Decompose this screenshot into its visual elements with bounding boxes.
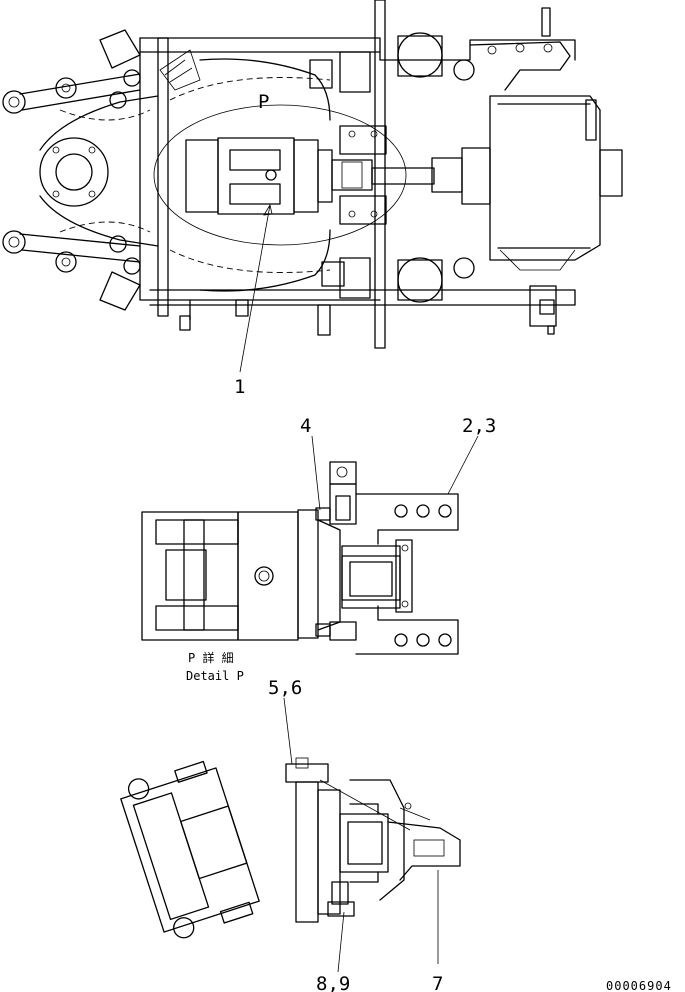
callout-1: 1 bbox=[234, 376, 245, 398]
frame-top-view bbox=[2, 0, 623, 349]
detail-title-jp: P 詳 細 bbox=[188, 650, 234, 665]
callout-5-6: 5,6 bbox=[268, 677, 302, 699]
callout-4: 4 bbox=[300, 415, 311, 437]
callout-2-3: 2,3 bbox=[462, 415, 496, 437]
drawing-number: 00006904 bbox=[606, 979, 672, 992]
detail-p-view bbox=[141, 461, 459, 655]
callout-8-9: 8,9 bbox=[316, 973, 350, 992]
callout-7: 7 bbox=[432, 973, 443, 992]
view-marker-p: P bbox=[258, 91, 269, 113]
bottom-angled-view bbox=[120, 757, 461, 939]
detail-title-en: Detail P bbox=[186, 669, 244, 683]
